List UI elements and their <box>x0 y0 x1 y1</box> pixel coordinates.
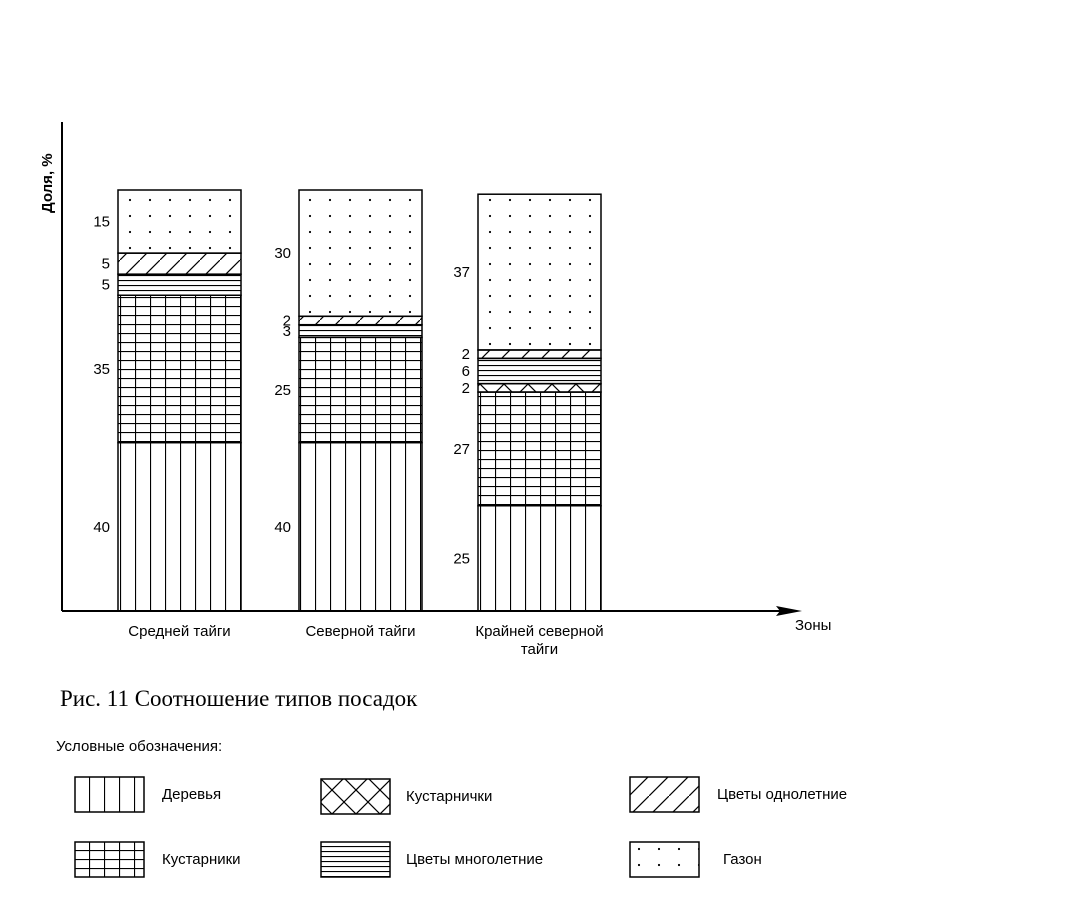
bar-segment-1-vertical <box>117 441 242 612</box>
legend-label: Кустарнички <box>406 788 493 805</box>
legend-label: Деревья <box>162 786 222 803</box>
data-label: 2 <box>283 313 291 330</box>
category-label: Средней тайги <box>128 623 230 640</box>
legend-title: Условные обозначения: <box>56 738 223 755</box>
bar-segment-1-diagonal <box>117 252 242 275</box>
figure-caption: Рис. 11 Соотношение типов посадок <box>60 686 418 711</box>
bar-segment-1-grid <box>117 294 242 444</box>
x-axis-arrow-icon <box>776 606 802 616</box>
data-label: 40 <box>274 519 291 536</box>
data-label: 2 <box>462 346 470 363</box>
legend-label: Газон <box>723 851 762 868</box>
legend-swatch-diagonal <box>629 776 700 813</box>
bar-segment-3-crosshatch <box>477 382 602 393</box>
bar-segment-3-dots <box>477 193 602 351</box>
data-label: 37 <box>453 264 470 281</box>
category-label: Северной тайги <box>305 623 415 640</box>
legend-label: Цветы однолетние <box>717 786 848 803</box>
bar-segment-1-dots <box>117 189 242 254</box>
bar-segment-3-horizontal <box>477 357 602 385</box>
data-label: 40 <box>93 519 110 536</box>
y-axis-label: Доля, % <box>39 153 56 213</box>
legend-swatch-horizontal <box>320 841 391 878</box>
legend-swatch-vertical <box>74 776 145 813</box>
legend-item-grid: Кустарники <box>74 841 334 878</box>
x-axis-label: Зоны <box>795 617 831 634</box>
bar-segment-2-diagonal <box>298 315 423 326</box>
legend-item-vertical: Деревья <box>74 776 334 813</box>
bar-segment-3-diagonal <box>477 349 602 360</box>
bar-segment-3-grid <box>477 391 602 507</box>
legend-swatch-dots <box>629 841 700 878</box>
data-label: 5 <box>102 256 110 273</box>
data-label: 5 <box>102 277 110 294</box>
bar-segment-2-horizontal <box>298 323 423 339</box>
legend-swatch-grid <box>74 841 145 878</box>
data-label: 25 <box>274 382 291 399</box>
legend-swatch-crosshatch <box>320 778 391 815</box>
legend-item-crosshatch: Кустарнички <box>320 778 580 815</box>
bar-segment-2-vertical <box>298 441 423 612</box>
legend-label: Цветы многолетние <box>406 851 544 868</box>
data-label: 2 <box>462 380 470 397</box>
bar-segment-3-vertical <box>477 505 602 612</box>
bar-segment-2-dots <box>298 189 423 318</box>
data-label: 25 <box>453 550 470 567</box>
data-label: 6 <box>462 363 470 380</box>
data-label: 3 <box>283 323 291 340</box>
data-label: 27 <box>453 441 470 458</box>
data-label: 15 <box>93 214 110 231</box>
category-labels: Средней тайги Северной тайги Крайней север… <box>128 623 603 658</box>
data-label: 30 <box>274 245 291 262</box>
legend-item-dots: Газон <box>629 841 889 878</box>
data-label: 35 <box>93 361 110 378</box>
legend-label: Кустарники <box>162 851 241 868</box>
legend-item-horizontal: Цветы многолетние <box>320 841 580 878</box>
legend-item-diagonal: Цветы однолетние <box>629 776 889 813</box>
bar-segment-1-horizontal <box>117 273 242 297</box>
bar-segment-2-grid <box>298 336 423 444</box>
